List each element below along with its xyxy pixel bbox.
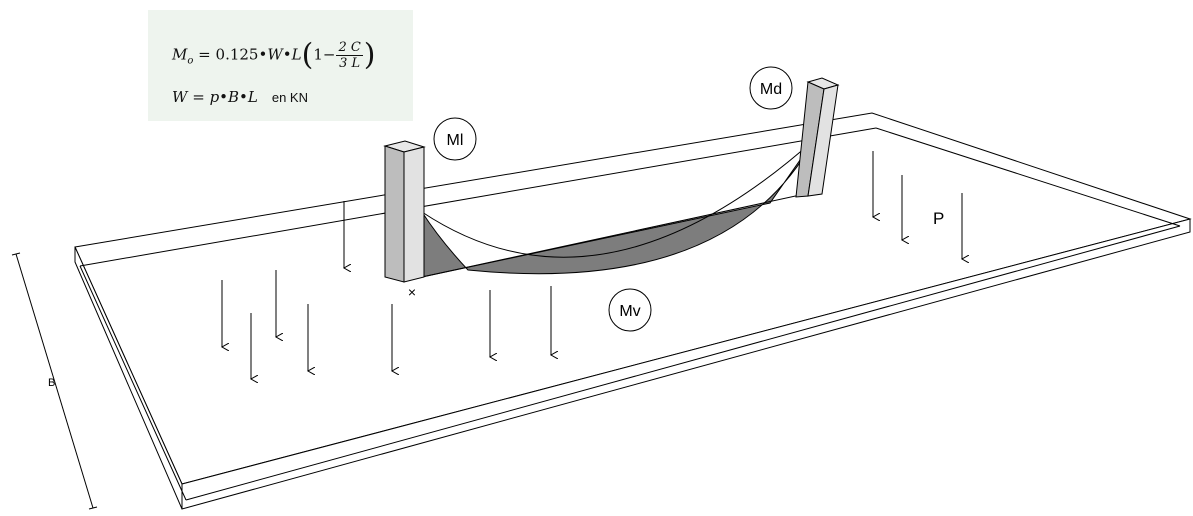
dimension-b-label: B bbox=[48, 377, 55, 389]
label-ml-circle bbox=[433, 117, 477, 161]
moment-parabola bbox=[421, 139, 815, 258]
label-mv-circle bbox=[608, 288, 652, 332]
right-column-side bbox=[807, 84, 839, 197]
formula-rhs: p•B•L bbox=[209, 88, 258, 106]
left-column bbox=[383, 140, 426, 283]
slab-inner-front-edge bbox=[185, 225, 1181, 501]
fraction-denominator: 3 L bbox=[339, 56, 361, 71]
formula-unit: en KN bbox=[271, 90, 308, 105]
label-md-circle bbox=[749, 66, 793, 110]
label-md: Md bbox=[749, 66, 793, 110]
formula-m-subscript: o bbox=[187, 55, 194, 67]
left-column-front bbox=[384, 145, 405, 283]
slab-inner-right-edge bbox=[875, 127, 1181, 227]
dimension-b-tick-top bbox=[11, 252, 21, 256]
label-ml: Ml bbox=[433, 117, 477, 161]
label-ml-text: Ml bbox=[447, 132, 464, 149]
dimension-b-line bbox=[15, 253, 94, 509]
label-p: P bbox=[933, 209, 944, 228]
formula-dot: • bbox=[258, 45, 268, 64]
formula-equals-2: = bbox=[192, 88, 205, 106]
moment-diagram-fill bbox=[421, 139, 815, 278]
label-mv-text: Mv bbox=[619, 303, 640, 320]
formula-dot-2: • bbox=[282, 45, 292, 64]
right-column bbox=[795, 77, 840, 198]
slab-left-face bbox=[74, 246, 183, 510]
formula-m-symbol: M bbox=[172, 45, 188, 64]
formula-weight: W = p•B•L en KN bbox=[172, 88, 308, 106]
formula-w-symbol: W bbox=[172, 88, 188, 106]
fraction-numerator: 2 C bbox=[336, 40, 363, 56]
paren-close: ) bbox=[363, 37, 376, 73]
dimension-b-tick-bottom bbox=[88, 506, 98, 510]
formula-coefficient: 0.125 bbox=[215, 45, 259, 64]
formula-minus: − bbox=[322, 45, 336, 64]
formula-one: 1 bbox=[313, 45, 323, 64]
label-md-text: Md bbox=[760, 81, 782, 98]
load-arrows bbox=[222, 151, 962, 379]
slab-inner-back-edge bbox=[79, 127, 877, 267]
dimension-b bbox=[11, 252, 98, 510]
formula-l: L bbox=[291, 45, 302, 64]
formula-equals: = bbox=[198, 45, 211, 64]
left-column-side bbox=[403, 146, 425, 283]
slab-inner-left-edge bbox=[79, 265, 187, 501]
formula-w: W bbox=[267, 45, 283, 64]
label-mv: Mv bbox=[608, 288, 652, 332]
label-x: × bbox=[408, 284, 416, 300]
moment-closing-line bbox=[421, 191, 815, 278]
paren-open: ( bbox=[301, 37, 314, 73]
